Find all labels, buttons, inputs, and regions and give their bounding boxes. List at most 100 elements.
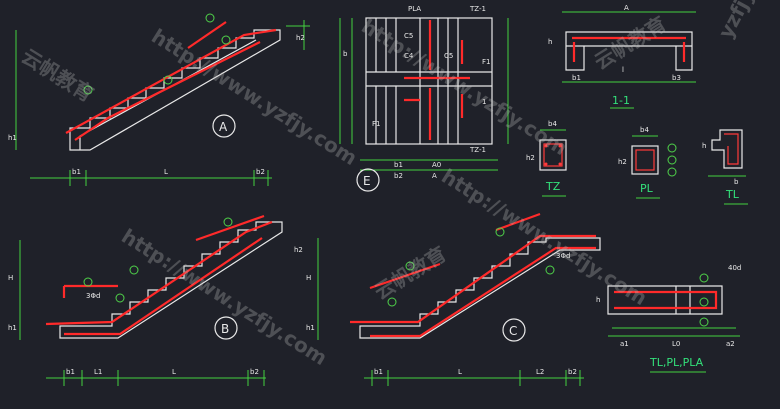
tl-section — [711, 129, 743, 169]
label-tlplpla-l0: L0 — [672, 340, 680, 348]
label-e-b1: b1 — [394, 161, 403, 169]
label-tlplpla-40d: 40d — [728, 264, 741, 272]
rebar-c-top — [350, 234, 596, 324]
section-1-1-outline — [565, 31, 693, 71]
figure-c: L L2 b1 b2 H h1 3Φd C — [306, 212, 601, 386]
label-pl-b4: b4 — [640, 126, 649, 134]
rebar-c-bottom — [370, 246, 596, 338]
rebar-a-top — [65, 28, 277, 134]
callout-circle — [83, 85, 93, 95]
label-b-h2: h2 — [294, 246, 303, 254]
caption-tl: TL — [725, 188, 740, 201]
rebar-c-upper — [495, 212, 541, 232]
label-tl-h: h — [702, 142, 706, 150]
label-c-3d: 3Φd — [556, 252, 570, 260]
caption-pl: PL — [640, 182, 654, 195]
label-tlplpla-a2: a2 — [726, 340, 735, 348]
figure-mark-a-text: A — [219, 120, 228, 134]
label-e-c4: C4 — [404, 52, 414, 60]
pl-stirrup — [635, 149, 655, 171]
caption-tz: TZ — [545, 180, 561, 193]
rebar-b-top — [45, 220, 273, 326]
rebar-b-upper — [195, 214, 265, 242]
label-a-b2: b2 — [256, 168, 265, 176]
figure-pl: b4 h2 PL — [618, 126, 677, 199]
label-tlplpla-a1: a1 — [620, 340, 629, 348]
label-c-b1: b1 — [374, 368, 383, 376]
label-b-h: H — [8, 274, 13, 282]
watermark-corner: yzfjy — [713, 0, 759, 42]
label-e-tz-bottom: TZ-1 — [469, 146, 486, 154]
figure-section-1-1: A b1 b3 l h 1-1 — [548, 4, 696, 109]
label-e-tz: TZ-1 — [469, 5, 486, 13]
figure-mark-e-text: E — [363, 174, 371, 188]
label-b-b2: b2 — [250, 368, 259, 376]
rebar-b-hook — [62, 284, 118, 298]
label-c-h1: h1 — [306, 324, 315, 332]
tz-section — [539, 139, 567, 171]
label-1-1-b3: b3 — [672, 74, 681, 82]
caption-tlplpla: TL,PL,PLA — [649, 356, 704, 369]
label-b-span: L — [172, 368, 176, 376]
label-a-b1: b1 — [72, 168, 81, 176]
label-b-3d: 3Φd — [86, 292, 100, 300]
label-e-a0: A0 — [432, 161, 441, 169]
label-e-a: A — [432, 172, 437, 180]
figure-a: L b1 b2 h1 h2 A — [8, 13, 310, 186]
label-b-l1: L1 — [94, 368, 102, 376]
label-e-f1: F1 — [372, 120, 380, 128]
rebar-c-mid — [369, 262, 441, 290]
stair-b-outline — [59, 221, 283, 339]
tl-rebar — [724, 133, 739, 165]
label-tl-b: b — [734, 178, 739, 186]
label-e-f1b: F1 — [482, 58, 490, 66]
figure-tl: b h TL — [702, 129, 748, 205]
watermark-brand: 云帆教育 — [17, 44, 98, 107]
figure-b: L L1 b1 b2 H h1 h2 3Φd B — [8, 214, 303, 386]
label-c-h: H — [306, 274, 311, 282]
tlplpla-outline — [607, 285, 723, 315]
tz-stirrup — [543, 143, 563, 167]
figure-tz: b4 h2 TZ — [526, 120, 567, 197]
watermark-brand: 云帆教育 — [370, 241, 451, 304]
label-1-1-a: A — [624, 4, 629, 12]
label-b-b1: b1 — [66, 368, 75, 376]
caption-1-1: 1-1 — [612, 94, 630, 107]
plan-e-rebar — [404, 20, 470, 140]
figure-mark-c-text: C — [509, 324, 517, 338]
stair-c-outline — [359, 237, 601, 339]
callout-circle — [163, 75, 173, 85]
label-c-span: L — [458, 368, 462, 376]
pl-section — [631, 145, 659, 175]
label-tz-h2: h2 — [526, 154, 535, 162]
label-e-b: b — [343, 50, 348, 58]
label-e-1: 1 — [482, 98, 486, 106]
label-a-h2: h2 — [296, 34, 305, 42]
section-1-1-rebar — [572, 36, 686, 62]
watermark-brand: 云帆教育 — [590, 11, 671, 74]
plan-e-outline — [365, 17, 493, 145]
rebar-b-bottom — [64, 237, 263, 336]
label-e-c5: C5 — [404, 32, 413, 40]
figure-mark-e — [356, 168, 380, 192]
figure-mark-c — [502, 318, 526, 342]
tlplpla-rebar — [614, 290, 718, 310]
label-c-b2: b2 — [568, 368, 577, 376]
label-a-h1: h1 — [8, 134, 17, 142]
label-pl-h2: h2 — [618, 158, 627, 166]
label-e-c5b: C5 — [444, 52, 453, 60]
figure-mark-b — [214, 316, 238, 340]
label-e-b2: b2 — [394, 172, 403, 180]
label-a-span: L — [164, 168, 168, 176]
figure-e: PLA TZ-1 TZ-1 A A0 b1 b2 b C4 C5 C5 F1 F… — [339, 5, 509, 192]
callout-circle — [205, 13, 215, 23]
rebar-a-upper — [187, 21, 227, 49]
figure-tl-pl-pla: a1 a2 L0 h 40d TL,PL,PLA — [596, 264, 741, 373]
figure-mark-a — [212, 114, 236, 138]
watermark-url: http://www.yzfjy.com — [437, 164, 651, 310]
label-b-h1: h1 — [8, 324, 17, 332]
label-1-1-b1: b1 — [572, 74, 581, 82]
label-c-l2: L2 — [536, 368, 544, 376]
